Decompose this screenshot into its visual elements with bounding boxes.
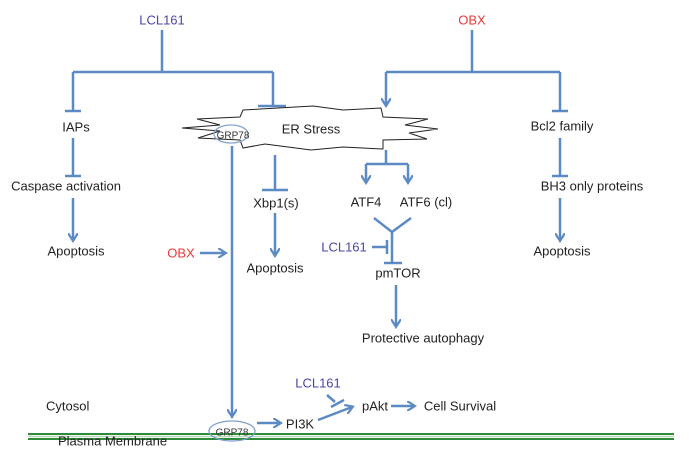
node-apoptosis-mid: Apoptosis bbox=[246, 260, 304, 276]
node-atf4: ATF4 bbox=[350, 194, 382, 210]
node-xbp1s: Xbp1(s) bbox=[253, 195, 299, 211]
node-er-stress: ER Stress bbox=[281, 121, 341, 137]
node-apoptosis-right: Apoptosis bbox=[533, 243, 591, 259]
compartment-cytosol: Cytosol bbox=[46, 398, 90, 414]
grp78-er-ellipse bbox=[213, 124, 249, 144]
node-pmtor: pmTOR bbox=[375, 265, 421, 281]
drug-lcl161-top: LCL161 bbox=[139, 12, 185, 28]
drug-obx-top: OBX bbox=[458, 12, 486, 28]
atf4-merge bbox=[373, 217, 393, 233]
node-apoptosis-left: Apoptosis bbox=[47, 243, 105, 259]
drug-obx-mid: OBX bbox=[167, 245, 195, 261]
compartment-plasma-membrane: Plasma Membrane bbox=[58, 433, 168, 449]
atf6-merge bbox=[391, 216, 412, 234]
node-cell-survival: Cell Survival bbox=[423, 398, 497, 414]
node-atf6-cl: ATF6 (cl) bbox=[399, 194, 453, 210]
node-protective-autophagy: Protective autophagy bbox=[361, 330, 485, 346]
node-bcl2-family: Bcl2 family bbox=[530, 118, 594, 134]
node-pi3k: PI3K bbox=[285, 416, 315, 432]
node-bh3-only-proteins: BH3 only proteins bbox=[540, 178, 644, 194]
lcl161-inhibit-pi3k bbox=[326, 394, 336, 403]
drug-lcl161-mid: LCL161 bbox=[321, 239, 367, 255]
node-grp78-membrane: GRP78 bbox=[215, 427, 249, 439]
lcl161-inhibit-pi3k-bar bbox=[330, 398, 345, 409]
node-pakt: pAkt bbox=[361, 398, 389, 414]
drug-lcl161-bottom: LCL161 bbox=[295, 375, 341, 391]
node-iaps: IAPs bbox=[62, 119, 90, 135]
node-caspase-activation: Caspase activation bbox=[11, 178, 121, 194]
node-grp78-er: GRP78 bbox=[216, 130, 250, 142]
pi3k-to-pakt bbox=[317, 407, 352, 422]
grp78-pm-ellipse bbox=[208, 420, 256, 442]
